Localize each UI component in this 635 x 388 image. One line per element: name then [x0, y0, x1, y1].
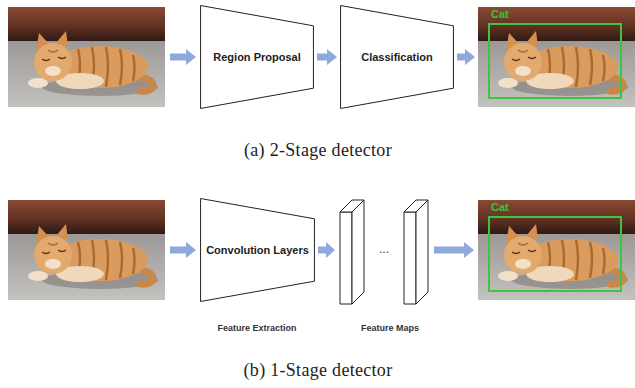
class-label: Cat: [491, 8, 509, 21]
stage-block: Classification: [340, 5, 454, 109]
detection-result: Cat: [478, 200, 632, 300]
figure-caption: (a) 2-Stage detector: [244, 140, 392, 161]
ellipsis: ...: [379, 242, 389, 256]
output-photo: [478, 200, 635, 300]
flow-arrow: [170, 242, 196, 258]
flow-arrow: [434, 242, 474, 258]
block-title: Convolution Layers: [206, 244, 309, 256]
input-photo: [8, 200, 165, 300]
flow-arrow: [457, 49, 475, 65]
block-title: Region Proposal: [213, 51, 300, 63]
feature-map: [404, 200, 428, 304]
stage-block: Convolution Layers: [200, 198, 315, 302]
output-photo: [478, 7, 635, 107]
feature-map: [340, 200, 364, 304]
flow-arrow: [170, 49, 196, 65]
stage-label: Feature Extraction: [217, 323, 296, 333]
block-title: Classification: [361, 51, 433, 63]
flow-arrow: [318, 242, 335, 258]
flow-arrow: [317, 49, 337, 65]
input-photo: [8, 7, 165, 107]
bounding-box: [488, 23, 622, 99]
stage-block: Region Proposal: [200, 5, 314, 109]
detection-result: Cat: [478, 7, 632, 107]
figure-caption: (b) 1-Stage detector: [244, 360, 393, 381]
bounding-box: [488, 216, 622, 292]
class-label: Cat: [491, 201, 509, 214]
stage-label: Feature Maps: [361, 323, 419, 333]
